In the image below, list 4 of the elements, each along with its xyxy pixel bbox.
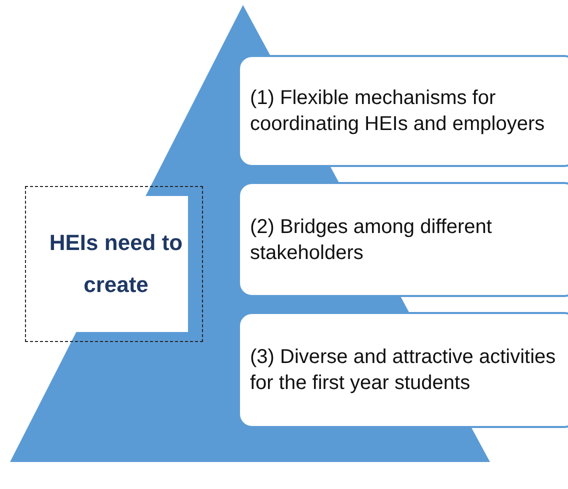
dashed-frame	[25, 186, 203, 342]
text-card: (3) Diverse and attractive activities for the first year students	[238, 312, 568, 428]
text-card: (2) Bridges among different stakeholders	[238, 182, 568, 297]
text-card: (1) Flexible mechanisms for coordinating HEIs and employers	[238, 55, 568, 167]
